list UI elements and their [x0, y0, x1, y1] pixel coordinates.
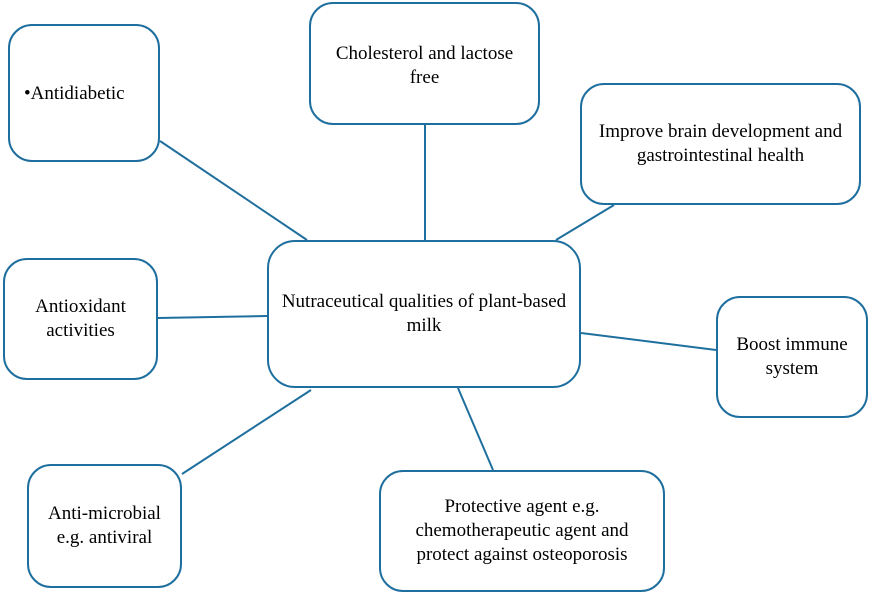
- node-protective: Protective agent e.g. chemotherapeutic a…: [379, 470, 665, 592]
- node-immune-label: Boost immune system: [736, 334, 848, 379]
- node-protective-label: Protective agent e.g. chemotherapeutic a…: [415, 496, 629, 565]
- node-brain-label: Improve brain development and gastrointe…: [598, 121, 843, 166]
- edge-immune: [580, 332, 717, 351]
- edge-antidiabetic: [159, 140, 308, 241]
- node-antimicrobial: Anti-microbial e.g. antiviral: [27, 464, 182, 588]
- center-node-label: Nutraceutical qualities of plant-based m…: [281, 291, 567, 336]
- edge-antimicrobial: [181, 389, 312, 475]
- node-cholesterol-label: Cholesterol and lactose free: [335, 43, 514, 88]
- edge-protective: [457, 387, 494, 471]
- center-node: Nutraceutical qualities of plant-based m…: [267, 240, 581, 388]
- node-antioxidant-label: Antioxidant activities: [35, 296, 126, 341]
- edge-antioxidant: [157, 315, 268, 319]
- edge-brain: [555, 204, 615, 241]
- node-antidiabetic: •Antidiabetic: [8, 24, 160, 162]
- node-antioxidant: Antioxidant activities: [3, 258, 158, 380]
- node-antidiabetic-label: •Antidiabetic: [24, 83, 125, 104]
- node-cholesterol: Cholesterol and lactose free: [309, 2, 540, 125]
- node-immune: Boost immune system: [716, 296, 868, 418]
- node-antimicrobial-label: Anti-microbial e.g. antiviral: [48, 503, 161, 548]
- node-brain: Improve brain development and gastrointe…: [580, 83, 861, 205]
